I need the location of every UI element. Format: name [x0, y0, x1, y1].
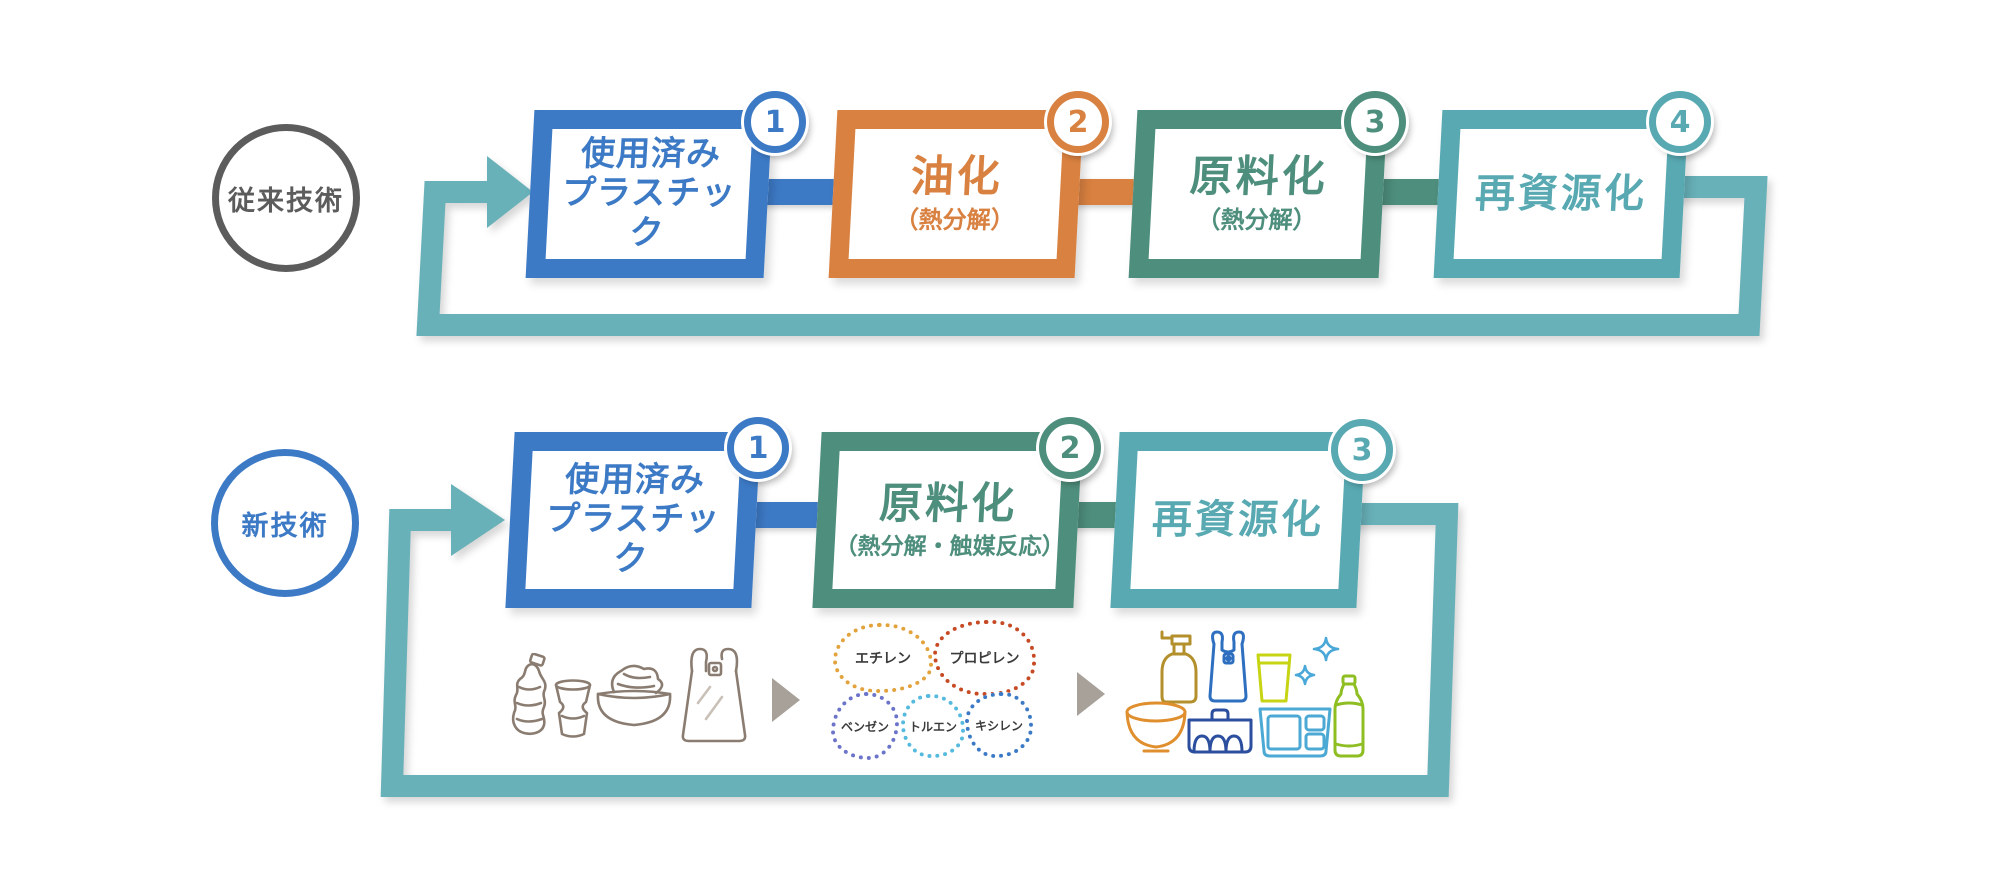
step-badge-3: 3 [1331, 419, 1393, 481]
step-box-used-plastic-conventional: 使用済み プラスチック [525, 110, 773, 278]
step-badge-1: 1 [727, 417, 789, 479]
food-container-icon [1258, 707, 1332, 758]
step-note: （熱分解・触媒反応） [833, 534, 1066, 560]
plastic-bag-product-icon [1208, 630, 1248, 703]
step-title: 使用済み [580, 134, 723, 175]
chemical-blob-toluene: トルエン [901, 694, 965, 758]
bowl-icon [1125, 701, 1187, 753]
label-circle-new-tech: 新技術 [211, 449, 359, 597]
label-circle-conventional: 従来技術 [212, 124, 360, 272]
chemical-label: エチレン [855, 651, 911, 667]
sparkles-icon [1294, 636, 1340, 686]
pet-bottle-icon [1333, 674, 1365, 758]
chemical-label: ベンゼン [840, 719, 889, 734]
loop-arrowhead-icon [487, 156, 533, 228]
step-title-line2: プラスチック [544, 499, 722, 579]
step-box-used-plastic-new: 使用済み プラスチック [505, 432, 761, 608]
step-title: 使用済み [564, 460, 707, 501]
new-tech-label: 新技術 [241, 510, 329, 542]
step-title: 再資源化 [1150, 497, 1326, 543]
step-box-rerecycling-conventional: 再資源化 [1433, 110, 1689, 278]
step-title-line2: プラスチック [560, 173, 738, 253]
loop-arrowhead-icon [451, 484, 505, 556]
cup-icon [1256, 653, 1292, 703]
pump-bottle-icon [1160, 630, 1198, 704]
step-title: 再資源化 [1473, 171, 1649, 217]
chemical-label: キシレン [974, 718, 1023, 733]
step-note: （熱分解） [893, 206, 1016, 235]
flow-triangle-icon [1077, 672, 1105, 716]
step-title: 原料化 [878, 478, 1019, 529]
recycle-loop-new-tech [380, 484, 1459, 797]
step-badge-4: 4 [1649, 91, 1711, 153]
chemical-label: プロピレン [949, 651, 1020, 667]
step-box-oil-conversion: 油化 （熱分解） [828, 110, 1084, 278]
step-badge-2: 2 [1047, 91, 1109, 153]
chemical-blob-propylene: プロピレン [933, 620, 1036, 696]
egg-carton-icon [1187, 708, 1253, 754]
chemical-blob-xylene: キシレン [965, 692, 1033, 758]
step-box-rerecycling-new: 再資源化 [1110, 432, 1366, 608]
chemical-label: トルエン [908, 719, 957, 734]
chemical-blob-benzene: ベンゼン [831, 692, 899, 760]
flow-triangle-icon [772, 678, 800, 722]
recycle-loop-conventional [416, 156, 1768, 336]
chemical-blob-ethylene: エチレン [833, 623, 933, 693]
bowl-with-crumpled-plastic-icon [596, 664, 672, 727]
step-note: （熱分解） [1195, 206, 1318, 235]
step-badge-2: 2 [1039, 417, 1101, 479]
step-title: 油化 [909, 151, 1005, 202]
crushed-plastic-cup-icon [554, 679, 592, 738]
plastic-bag-icon [681, 647, 747, 743]
conventional-label: 従来技術 [228, 185, 344, 217]
step-title: 原料化 [1188, 151, 1330, 202]
step-badge-3: 3 [1344, 91, 1406, 153]
crushed-plastic-bottle-icon [511, 653, 547, 736]
step-badge-1: 1 [744, 91, 806, 153]
